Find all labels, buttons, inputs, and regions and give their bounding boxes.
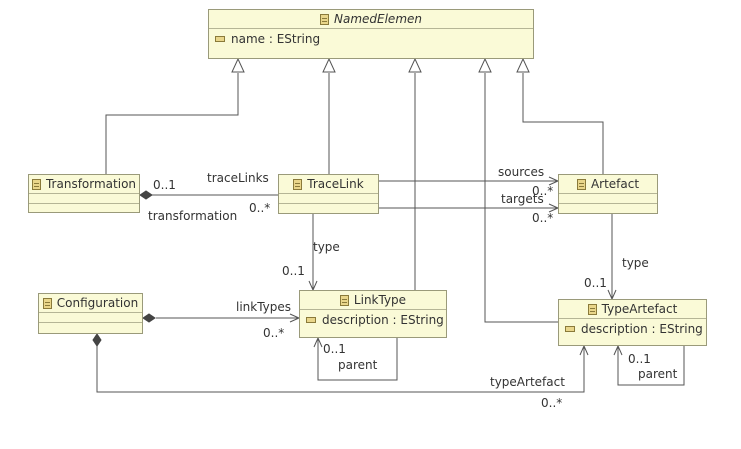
class-configuration[interactable]: Configuration (38, 293, 143, 334)
arrowhead-typeartefact-ref (579, 344, 589, 356)
assoc-typeartefact-parent (617, 346, 685, 386)
attribute-label: name : EString (231, 32, 321, 46)
class-type-artefact[interactable]: TypeArtefact description : EString (558, 299, 707, 346)
triangle-2 (322, 57, 336, 73)
attribute-icon (565, 326, 575, 332)
label-tracelink-type-multiplicity: 0..1 (282, 264, 305, 278)
attribute-icon (215, 36, 225, 42)
class-name: Configuration (56, 296, 139, 310)
label-typeartefact-parent-multiplicity: 0..1 (628, 352, 651, 366)
class-icon (339, 295, 349, 306)
label-transformation: transformation (148, 209, 238, 223)
class-named-element[interactable]: NamedElemen name : EString (208, 9, 534, 59)
label-linktypes-multiplicity: 0..* (263, 326, 285, 340)
label-transformation-multiplicity: 0..* (249, 201, 271, 215)
label-sources-multiplicity: 0..* (532, 184, 554, 198)
class-name: NamedElemen (334, 12, 422, 26)
generalization-artefact (522, 73, 604, 175)
assoc-linktype-parent (317, 338, 398, 381)
diamond-transformation (139, 190, 153, 200)
class-icon (587, 304, 597, 315)
label-artefact-type: type (622, 256, 649, 270)
attribute-label: description : EString (322, 313, 444, 327)
class-icon (293, 179, 303, 190)
arrowhead-typeartefact-parent (613, 344, 623, 356)
attribute-icon (306, 317, 316, 323)
class-icon (320, 14, 329, 25)
label-targets-multiplicity: 0..* (532, 211, 554, 225)
label-tracelinks: traceLinks (207, 171, 269, 185)
class-link-type[interactable]: LinkType description : EString (299, 290, 447, 338)
triangle-1 (231, 57, 245, 73)
triangle-3 (408, 57, 422, 73)
triangle-4 (478, 57, 492, 73)
class-icon (576, 179, 586, 190)
class-name: Transformation (45, 177, 137, 191)
label-sources: sources (498, 165, 545, 179)
label-linktypes: linkTypes (236, 300, 292, 314)
label-tracelinks-multiplicity: 0..1 (153, 178, 176, 192)
class-icon (31, 179, 41, 190)
assoc-typeartefact-ref (96, 346, 585, 393)
class-name: TypeArtefact (601, 302, 678, 316)
class-trace-link[interactable]: TraceLink (278, 174, 379, 214)
triangle-5 (516, 57, 530, 73)
generalization-typeartefact (484, 73, 558, 323)
class-transformation[interactable]: Transformation (28, 174, 140, 213)
label-typeartefact-ref: typeArtefact (490, 375, 565, 389)
class-artefact[interactable]: Artefact (558, 174, 658, 214)
label-linktype-parent: parent (338, 358, 378, 372)
label-tracelink-type: type (313, 240, 340, 254)
diamond-configuration-bottom (92, 333, 102, 347)
class-name: LinkType (353, 293, 407, 307)
class-icon (42, 298, 52, 309)
label-artefact-type-multiplicity: 0..1 (584, 276, 607, 290)
generalization-transformation (105, 73, 239, 175)
class-name: TraceLink (307, 177, 364, 191)
label-linktype-parent-multiplicity: 0..1 (323, 342, 346, 356)
diamond-configuration (142, 313, 156, 323)
attribute-label: description : EString (581, 322, 703, 336)
label-typeartefact-parent: parent (638, 367, 678, 381)
arrowhead-linktype-parent (313, 336, 323, 348)
class-name: Artefact (590, 177, 640, 191)
label-targets: targets (501, 192, 544, 206)
label-typeartefact-ref-multiplicity: 0..* (541, 396, 563, 410)
